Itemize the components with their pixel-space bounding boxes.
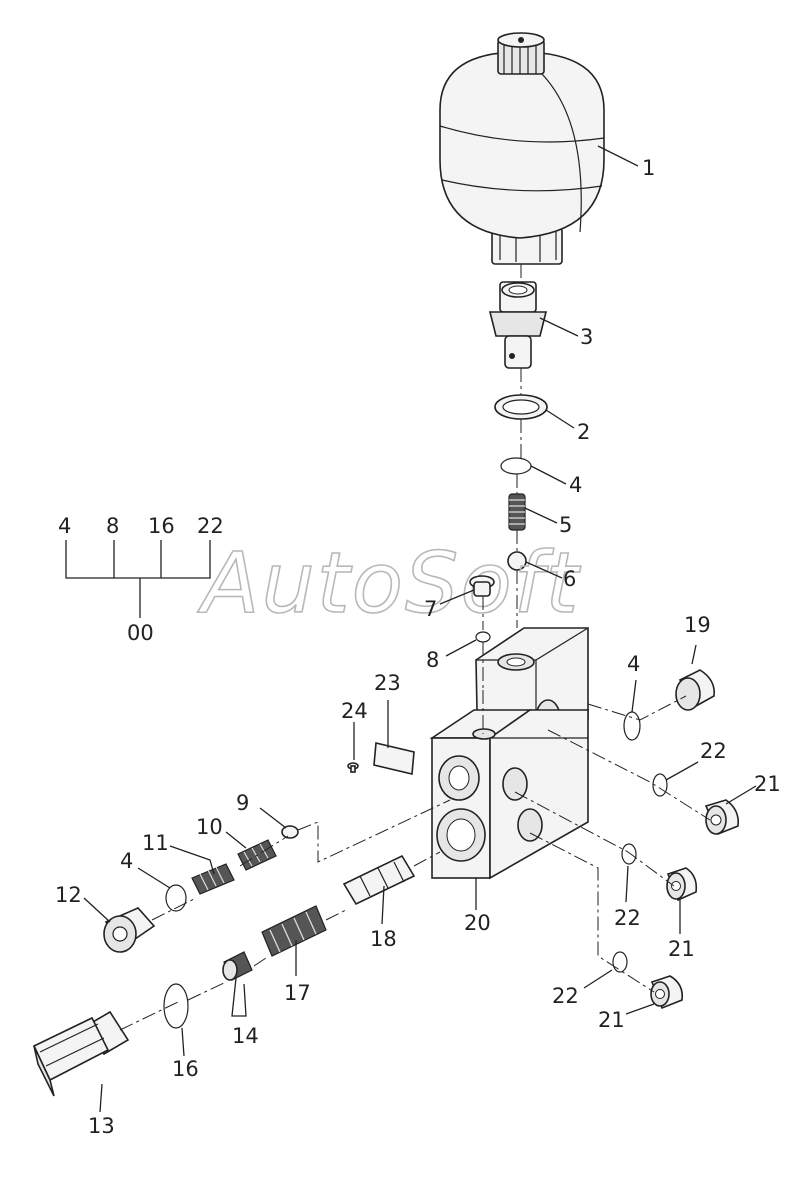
spring-part <box>508 493 526 531</box>
plug-part <box>666 867 698 902</box>
callout-5: 5 <box>559 513 572 537</box>
spring-part <box>261 905 327 957</box>
callout-16: 16 <box>172 1057 199 1081</box>
assembly-axis-lines <box>119 264 711 1031</box>
plug-part <box>650 975 684 1010</box>
callout-11: 11 <box>142 831 169 855</box>
callout-22-middle: 22 <box>614 906 641 930</box>
o-ring-part <box>165 884 187 912</box>
callout-4-right: 4 <box>627 652 640 676</box>
kit-item-label: 8 <box>106 514 119 538</box>
spool-part <box>342 854 416 906</box>
o-ring-part <box>500 457 532 475</box>
callout-4-left: 4 <box>120 849 133 873</box>
spring-seat-part <box>222 951 253 981</box>
callout-24: 24 <box>341 699 368 723</box>
callout-6: 6 <box>563 567 576 591</box>
spring-part <box>191 863 235 895</box>
callout-1: 1 <box>642 156 655 180</box>
callout-2: 2 <box>577 420 590 444</box>
cap-part <box>675 669 716 711</box>
callout-21-middle: 21 <box>668 937 695 961</box>
assembly-code-label: 00 <box>127 621 154 645</box>
callout-18: 18 <box>370 927 397 951</box>
callout-19: 19 <box>684 613 711 637</box>
name-plate-part <box>373 742 415 775</box>
callout-13: 13 <box>88 1114 115 1138</box>
callout-7: 7 <box>424 597 437 621</box>
callout-22-upper: 22 <box>700 739 727 763</box>
small-ring-part <box>475 631 491 643</box>
callout-8: 8 <box>426 648 439 672</box>
callout-10: 10 <box>196 815 223 839</box>
kit-item-label: 22 <box>197 514 224 538</box>
callout-labels: 1 3 2 4 5 6 7 8 19 4 23 24 22 21 9 10 11… <box>55 156 781 1138</box>
callout-22-lower: 22 <box>552 984 579 1008</box>
plug-part <box>469 575 495 597</box>
callout-9: 9 <box>236 791 249 815</box>
o-ring-part <box>623 711 641 741</box>
kit-item-label: 4 <box>58 514 71 538</box>
leader-lines <box>83 145 757 1113</box>
hex-plug-part <box>32 1010 130 1097</box>
seal-ring-part <box>163 983 189 1029</box>
watermark-text: AutoSoft <box>197 534 581 632</box>
seal-ring-part <box>612 951 628 973</box>
callout-21-upper: 21 <box>754 772 781 796</box>
callout-12: 12 <box>55 883 82 907</box>
poppet-part <box>281 825 299 839</box>
kit-bracket-lines <box>65 540 211 618</box>
plug-part <box>704 799 740 836</box>
seal-ring-part <box>494 394 548 420</box>
callout-23: 23 <box>374 671 401 695</box>
screw-part <box>347 762 359 773</box>
plug-part <box>103 907 156 953</box>
valve-body-part <box>429 627 589 880</box>
callout-21-lower: 21 <box>598 1008 625 1032</box>
fitting-part <box>488 281 548 369</box>
callout-17: 17 <box>284 981 311 1005</box>
callout-3: 3 <box>580 325 593 349</box>
kit-bracket: 4 8 16 22 00 <box>58 514 224 645</box>
seal-ring-part <box>652 773 668 797</box>
kit-item-label: 16 <box>148 514 175 538</box>
seal-ring-part <box>621 843 637 865</box>
callout-14: 14 <box>232 1024 259 1048</box>
callout-20: 20 <box>464 911 491 935</box>
callout-4: 4 <box>569 473 582 497</box>
accumulator-part <box>439 32 605 265</box>
